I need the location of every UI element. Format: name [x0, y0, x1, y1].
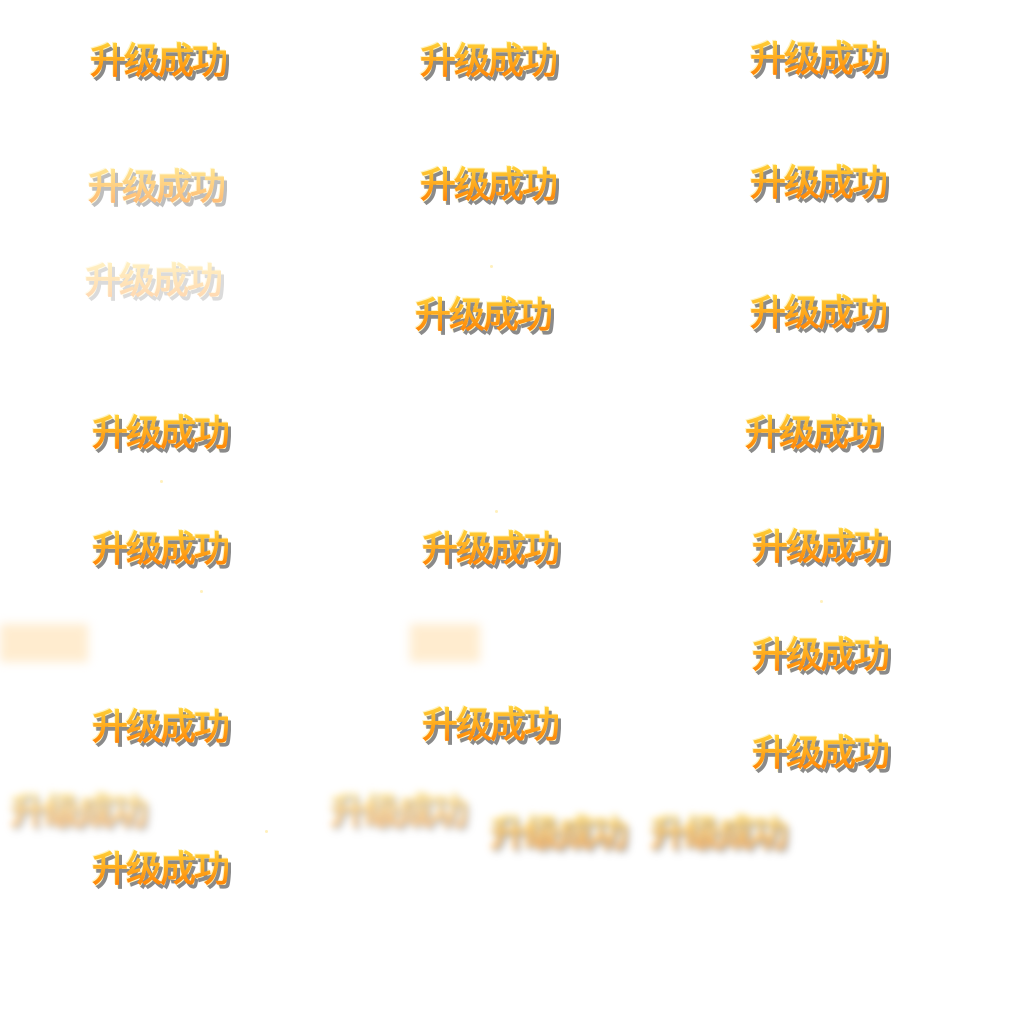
frame-text: 升级成功 — [752, 635, 890, 676]
frame-text: 升级成功 — [92, 413, 230, 454]
frame-text: 升级成功 — [10, 791, 148, 832]
blurred-glow-fragment — [410, 624, 480, 662]
frame-text: 升级成功 — [88, 167, 226, 208]
frame-text: 升级成功 — [750, 39, 888, 80]
frame-text: 升级成功 — [92, 529, 230, 570]
frame-text: 升级成功 — [92, 707, 230, 748]
sparkle — [490, 265, 493, 268]
sprite-frame: 升级成功 — [420, 40, 558, 84]
sprite-frame: 升级成功 — [92, 848, 230, 892]
sprite-frame-blurred: 升级成功 — [330, 790, 468, 834]
frame-text: 升级成功 — [650, 813, 788, 854]
frame-text: 升级成功 — [85, 261, 223, 302]
frame-text: 升级成功 — [752, 733, 890, 774]
frame-text: 升级成功 — [422, 705, 560, 746]
frame-text: 升级成功 — [752, 527, 890, 568]
sprite-frame: 升级成功 — [415, 294, 553, 338]
sprite-frame: 升级成功 — [750, 38, 888, 82]
sprite-frame: 升级成功 — [752, 526, 890, 570]
sprite-frame: 升级成功 — [422, 528, 560, 572]
sprite-frame: 升级成功 — [422, 704, 560, 748]
sprite-frame: 升级成功 — [745, 412, 883, 456]
sprite-frame: 升级成功 — [90, 40, 228, 84]
sprite-frame: 升级成功 — [750, 292, 888, 336]
sparkle — [820, 600, 823, 603]
frame-text: 升级成功 — [420, 41, 558, 82]
sprite-frame: 升级成功 — [88, 166, 226, 210]
frame-text: 升级成功 — [422, 529, 560, 570]
sprite-frame-blurred: 升级成功 — [490, 812, 628, 856]
sparkle — [200, 590, 203, 593]
sparkle — [160, 480, 163, 483]
frame-text: 升级成功 — [750, 163, 888, 204]
sprite-frame: 升级成功 — [85, 260, 223, 304]
frame-text: 升级成功 — [330, 791, 468, 832]
sprite-frame: 升级成功 — [92, 528, 230, 572]
frame-text: 升级成功 — [750, 293, 888, 334]
sprite-frame: 升级成功 — [752, 634, 890, 678]
frame-text: 升级成功 — [420, 165, 558, 206]
sprite-frame-blurred: 升级成功 — [10, 790, 148, 834]
sprite-frame-blurred: 升级成功 — [650, 812, 788, 856]
sparkle — [265, 830, 268, 833]
frame-text: 升级成功 — [745, 413, 883, 454]
sprite-frame: 升级成功 — [92, 412, 230, 456]
blurred-glow-fragment — [0, 624, 88, 662]
sprite-frame: 升级成功 — [92, 706, 230, 750]
frame-text: 升级成功 — [490, 813, 628, 854]
frame-text: 升级成功 — [90, 41, 228, 82]
sparkle — [495, 510, 498, 513]
sprite-frame: 升级成功 — [752, 732, 890, 776]
sprite-frame: 升级成功 — [420, 164, 558, 208]
frame-text: 升级成功 — [415, 295, 553, 336]
frame-text: 升级成功 — [92, 849, 230, 890]
sprite-frame: 升级成功 — [750, 162, 888, 206]
